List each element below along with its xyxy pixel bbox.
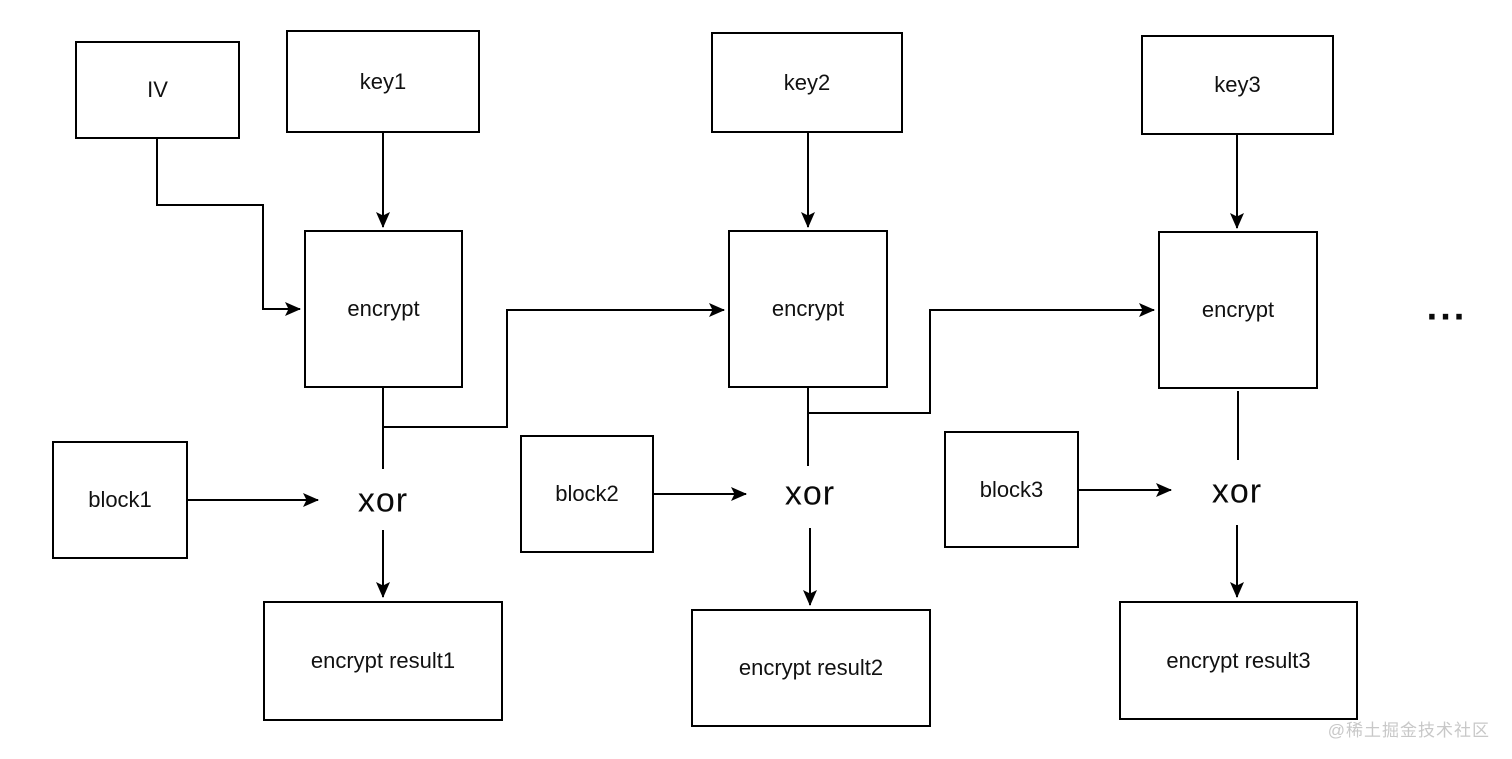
node-block3-label: block3 (979, 476, 1044, 502)
node-result2-label: encrypt result2 (738, 655, 884, 680)
node-block2: block2 (520, 435, 654, 553)
node-iv: IV (75, 41, 240, 139)
connector-iv-to-encrypt1 (156, 139, 301, 316)
node-encrypt3-label: encrypt (1201, 297, 1275, 322)
node-iv-label: IV (147, 77, 168, 102)
node-encrypt1-label: encrypt (347, 296, 420, 321)
node-encrypt2-label: encrypt (771, 296, 845, 321)
connector-encrypt1-to-encrypt2 (383, 303, 725, 428)
watermark-text: @稀土掘金技术社区 (1327, 721, 1490, 740)
node-result3-label: encrypt result3 (1166, 647, 1311, 673)
continuation-ellipsis: ... (1426, 286, 1468, 329)
node-result3: encrypt result3 (1119, 601, 1358, 720)
node-encrypt2: encrypt (728, 230, 888, 388)
node-block3: block3 (944, 431, 1079, 548)
node-block1-label: block1 (88, 487, 152, 512)
node-key2: key2 (711, 32, 903, 133)
node-key2-label: key2 (783, 69, 831, 95)
node-key1-label: key1 (359, 68, 407, 94)
connector-encrypt2-to-encrypt3 (808, 303, 1155, 414)
xor2-operator: xor (784, 474, 836, 513)
node-result2: encrypt result2 (691, 609, 931, 727)
xor3-operator: xor (1211, 472, 1263, 511)
node-key3-label: key3 (1214, 72, 1261, 97)
node-key1: key1 (286, 30, 480, 133)
node-encrypt1: encrypt (304, 230, 463, 388)
node-result1-label: encrypt result1 (310, 648, 456, 673)
node-encrypt3: encrypt (1158, 231, 1318, 389)
node-block2-label: block2 (555, 481, 619, 506)
node-key3: key3 (1141, 35, 1334, 135)
node-block1: block1 (52, 441, 188, 559)
node-result1: encrypt result1 (263, 601, 503, 721)
xor1-operator: xor (357, 481, 409, 520)
